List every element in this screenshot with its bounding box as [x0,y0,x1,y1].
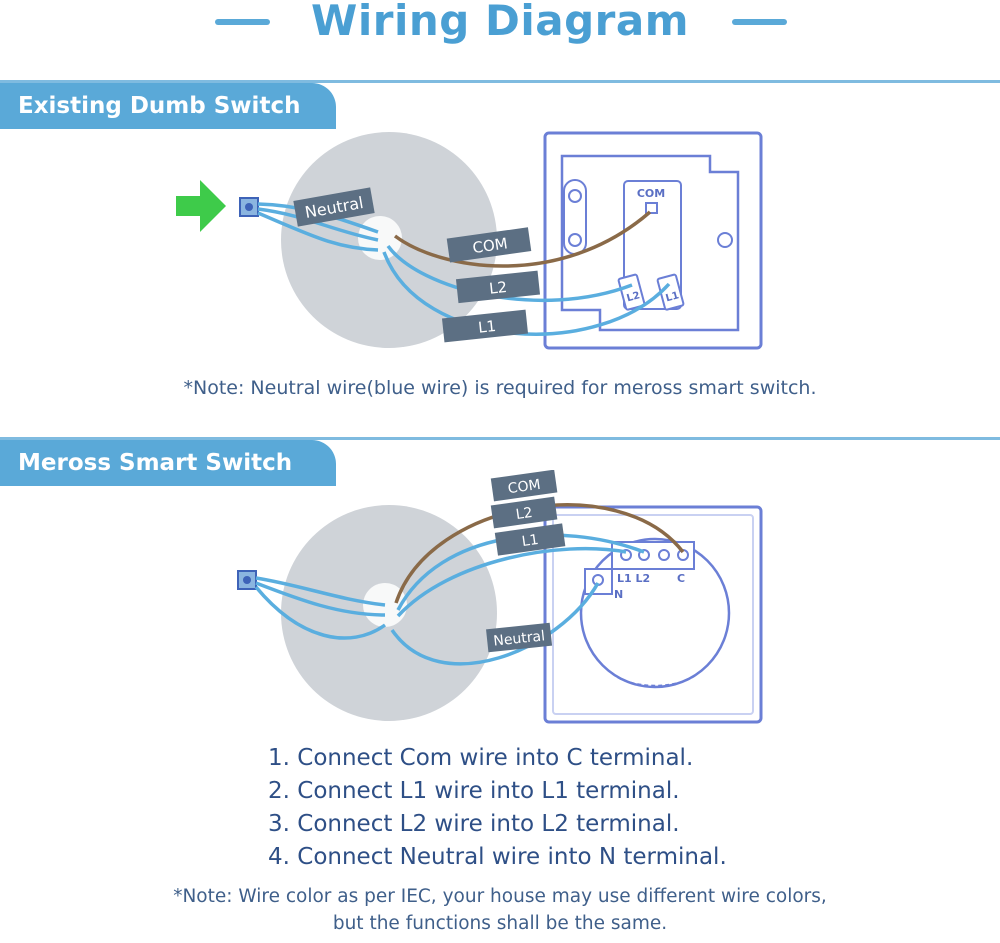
wire-tag-l1: L1 [477,317,497,337]
footnote-line: *Note: Wire color as per IEC, your house… [173,886,827,907]
section-divider-top [0,80,1000,83]
smart-switch-diagram: L1 L2 C N COM L2 L1 Neutral [237,470,763,724]
wire-tag-l1-2: L1 [521,532,540,550]
footnote-line: but the functions shall be the same. [332,913,668,934]
wire-tag-l2-2: L2 [515,505,534,523]
terminal-label-com: COM [637,187,665,200]
instruction-step: 4. Connect Neutral wire into N terminal. [268,844,727,870]
instruction-steps: 1. Connect Com wire into C terminal. 2. … [268,742,727,874]
terminal-label-l2: L2 [626,290,642,304]
page-title: Wiring Diagram [311,0,689,45]
instruction-step: 3. Connect L2 wire into L2 terminal. [268,811,680,837]
arrow-icon [176,180,226,232]
terminal-label-c: C [677,572,685,585]
existing-switch-diagram: COM L2 L1 Neutral COM L2 L1 [176,131,763,350]
neutral-requirement-note: *Note: Neutral wire(blue wire) is requir… [183,377,817,399]
terminal-label-l1: L1 [665,290,681,304]
wire-tag-com: COM [471,234,508,257]
instruction-step: 1. Connect Com wire into C terminal. [268,745,694,771]
section-heading-existing: Existing Dumb Switch [0,83,336,129]
section-divider-middle [0,437,1000,440]
wire-color-footnote: *Note: Wire color as per IEC, your house… [0,883,1000,937]
terminal-label-l1-l2: L1 L2 [617,572,650,585]
instruction-step: 2. Connect L1 wire into L1 terminal. [268,778,680,804]
wire-tag-neutral-2: Neutral [493,628,546,649]
wire-tag-l2: L2 [488,278,508,298]
smart-mechanism [579,537,731,689]
wire-tag-com-2: COM [507,477,542,497]
section-heading-smart: Meross Smart Switch [0,440,336,486]
terminal-label-n: N [614,588,623,601]
title-decoration-right [732,19,787,25]
title-decoration-left [215,19,270,25]
